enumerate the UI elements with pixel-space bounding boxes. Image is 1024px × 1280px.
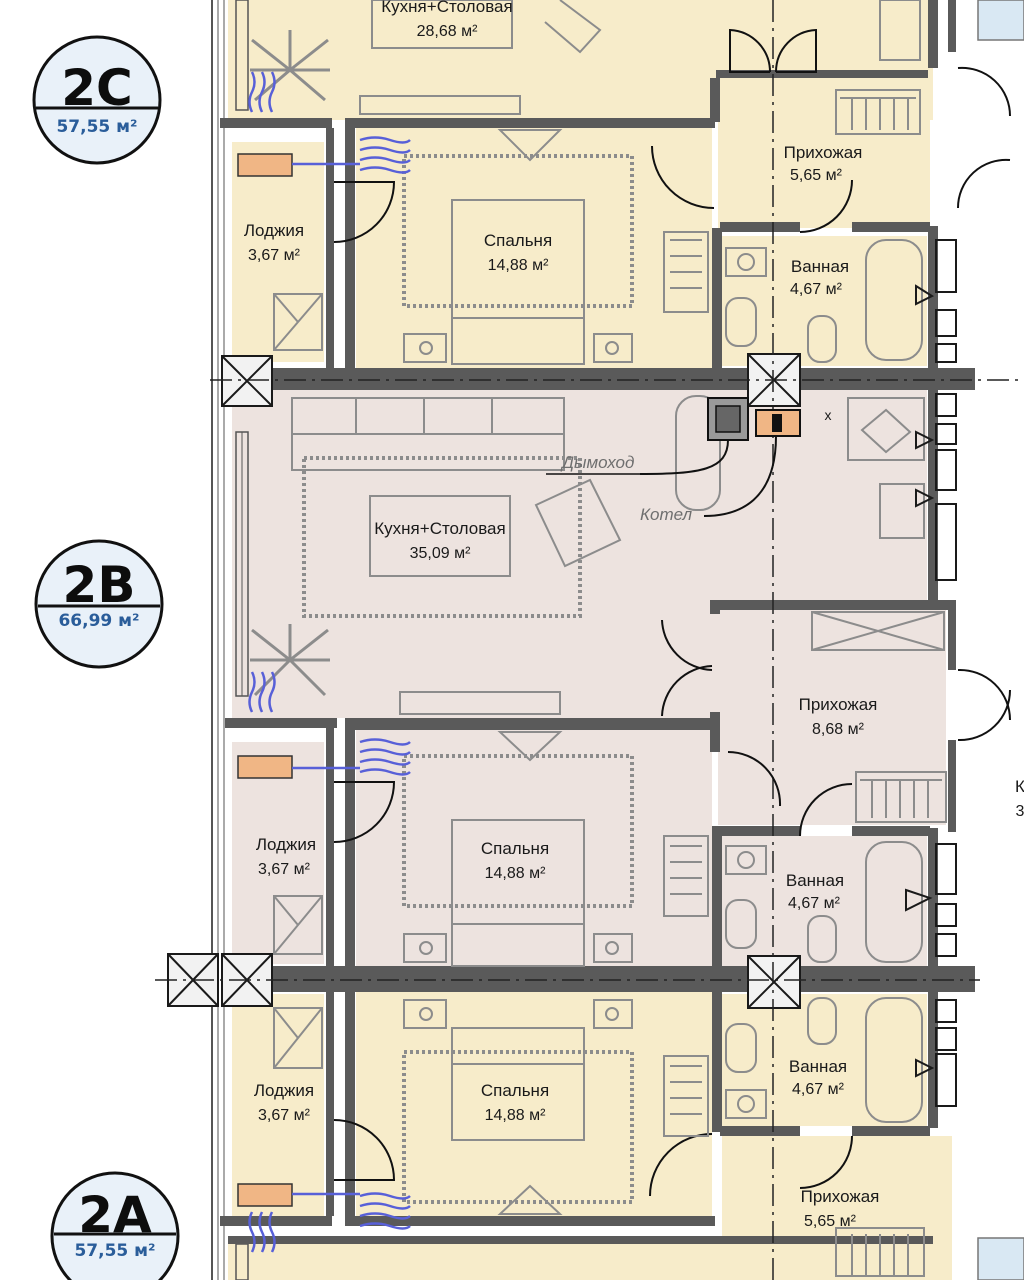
column-1 bbox=[221, 355, 273, 407]
room-area: 35,09 м² bbox=[410, 545, 471, 562]
room-name: Ванная bbox=[791, 257, 849, 276]
axis-lines bbox=[155, 0, 1024, 1280]
marker-label: x bbox=[825, 407, 832, 423]
room-area: 5,65 м² bbox=[790, 167, 843, 184]
boiler-label: Котел bbox=[640, 505, 693, 524]
annotations: Дымоход Котел x К 3 bbox=[560, 407, 1024, 820]
radiator-2b bbox=[237, 755, 293, 779]
room-2b-bath bbox=[722, 836, 927, 966]
room-area: 14,88 м² bbox=[485, 1107, 546, 1124]
plant-2c bbox=[250, 30, 330, 102]
heating bbox=[237, 71, 411, 1253]
room-2b-loggia bbox=[232, 742, 324, 964]
unit-area: 57,55 м² bbox=[56, 117, 137, 137]
room-2a-loggia bbox=[232, 994, 324, 1216]
room-area: 5,65 м² bbox=[804, 1213, 857, 1230]
room-name: Спальня bbox=[481, 839, 549, 858]
unit-area: 66,99 м² bbox=[58, 611, 139, 631]
room-area: 3,67 м² bbox=[258, 1107, 311, 1124]
unit-badge-2a: 2A 57,55 м² bbox=[50, 1171, 180, 1280]
room-name: Прихожая bbox=[799, 695, 878, 714]
room-area: 28,68 м² bbox=[417, 23, 478, 40]
plants bbox=[250, 30, 330, 697]
room-name: Ванная bbox=[786, 871, 844, 890]
column-5 bbox=[747, 955, 801, 1009]
unit-badge-2c: 2C 57,55 м² bbox=[32, 35, 162, 165]
unit-code: 2C bbox=[61, 59, 132, 117]
unit-badges: 2C 57,55 м² 2B 66,99 м² 2A 57,55 м² bbox=[32, 35, 180, 1280]
unit-area: 57,55 м² bbox=[74, 1241, 155, 1261]
room-area: 4,67 м² bbox=[788, 895, 841, 912]
room-2b-bedroom bbox=[356, 730, 712, 968]
room-area: 4,67 м² bbox=[790, 281, 843, 298]
room-name: Лоджия bbox=[244, 221, 304, 240]
room-area: 14,88 м² bbox=[485, 865, 546, 882]
room-area: 8,68 м² bbox=[812, 721, 865, 738]
plant-2b bbox=[250, 624, 330, 697]
chimney-label: Дымоход bbox=[560, 453, 634, 472]
room-area: 14,88 м² bbox=[488, 257, 549, 274]
unit-code: 2B bbox=[63, 556, 136, 614]
room-name: Прихожая bbox=[801, 1187, 880, 1206]
room-area: 3,67 м² bbox=[258, 861, 311, 878]
wall-fixtures bbox=[905, 239, 957, 1107]
chimney-boiler bbox=[546, 397, 801, 517]
room-name: Лоджия bbox=[254, 1081, 314, 1100]
unit-code: 2A bbox=[78, 1186, 152, 1244]
room-2a-bedroom bbox=[356, 992, 712, 1218]
room-2c-bedroom bbox=[356, 128, 712, 368]
room-name: Прихожая bbox=[784, 143, 863, 162]
room-name: Спальня bbox=[484, 231, 552, 250]
unit-badge-2b: 2B 66,99 м² bbox=[34, 539, 164, 669]
facade bbox=[211, 0, 1024, 1280]
room-name: Ванная bbox=[789, 1057, 847, 1076]
room-area: 4,67 м² bbox=[792, 1081, 845, 1098]
cut-off-label-1: К bbox=[1015, 777, 1024, 796]
furniture bbox=[273, 0, 947, 1277]
room-name: Кухня+Столовая bbox=[374, 519, 505, 538]
cut-off-label-2: 3 bbox=[1016, 803, 1024, 820]
room-name: Лоджия bbox=[256, 835, 316, 854]
radiator-2c bbox=[237, 153, 293, 177]
doors bbox=[333, 28, 1012, 1197]
room-2c-loggia bbox=[232, 142, 324, 362]
room-labels: Кухня+Столовая 28,68 м² Прихожая 5,65 м²… bbox=[244, 0, 880, 1230]
room-name: Кухня+Столовая bbox=[381, 0, 512, 16]
room-2a-kitchen bbox=[228, 1244, 933, 1280]
room-name: Спальня bbox=[481, 1081, 549, 1100]
radiator-2a bbox=[237, 1183, 293, 1207]
room-2c-bath bbox=[722, 236, 927, 366]
room-2b-hall bbox=[718, 610, 946, 825]
room-area: 3,67 м² bbox=[248, 247, 301, 264]
